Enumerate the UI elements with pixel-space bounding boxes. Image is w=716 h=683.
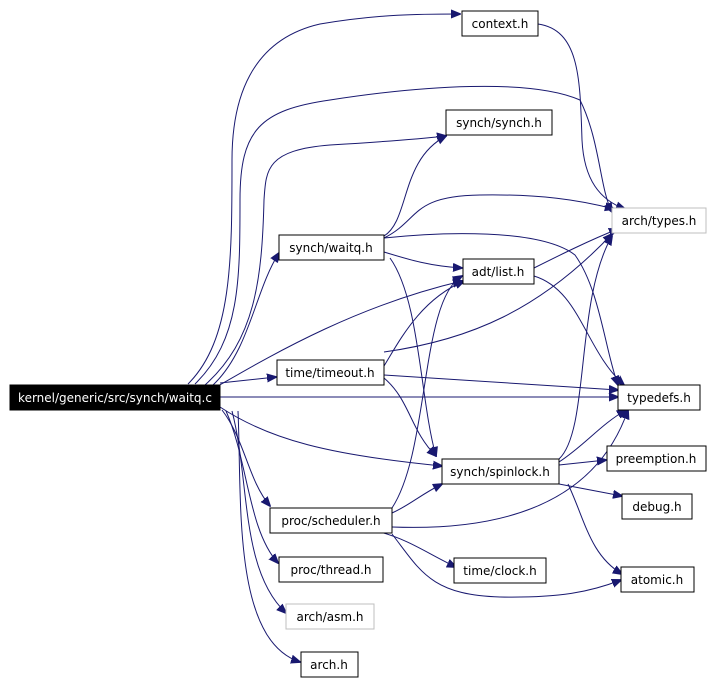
- edge-context-h-to-arch-types-h: [537, 23, 625, 209]
- edge-proc-scheduler-h-to-synch-spinlock-h: [391, 484, 442, 514]
- node-preemption-h[interactable]: preemption.h: [606, 445, 707, 472]
- edge-adt-list-h-to-typedefs-h: [533, 275, 624, 385]
- edge-synch-spinlock-h-to-atomic-h: [567, 483, 622, 574]
- node-time-clock-h[interactable]: time/clock.h: [453, 557, 547, 584]
- edge-time-timeout-h-to-typedefs-h: [383, 374, 618, 390]
- edge-synch-waitq-h-to-synch-spinlock-h: [389, 257, 436, 456]
- edges: [187, 14, 628, 662]
- edge-time-timeout-h-to-adt-list-h: [383, 281, 464, 367]
- edge-synch-spinlock-h-to-arch-types-h: [558, 236, 612, 460]
- node-arch-types-h[interactable]: arch/types.h: [611, 207, 707, 234]
- node-adt-list-h-label: adt/list.h: [472, 265, 525, 279]
- edge-synch-spinlock-h-to-preemption-h: [558, 460, 606, 465]
- edge-time-timeout-h-to-arch-types-h: [383, 234, 612, 353]
- edge-synch-waitq-h-to-synch-synch-h: [383, 136, 446, 237]
- node-arch-h[interactable]: arch.h: [300, 651, 359, 678]
- node-atomic-h-label: atomic.h: [631, 573, 683, 587]
- edge-root-to-arch-h: [237, 410, 300, 662]
- node-time-timeout-h-label: time/timeout.h: [285, 366, 374, 380]
- edge-synch-spinlock-h-to-debug-h: [558, 483, 622, 496]
- edge-root-to-arch-types-h: [194, 85, 612, 385]
- edge-time-timeout-h-to-synch-spinlock-h: [383, 377, 436, 456]
- edge-proc-scheduler-h-to-atomic-h: [391, 533, 621, 598]
- node-root-waitq-c[interactable]: kernel/generic/src/synch/waitq.c: [9, 384, 221, 411]
- node-synch-synch-h-label: synch/synch.h: [456, 116, 542, 130]
- node-synch-spinlock-h-label: synch/spinlock.h: [450, 465, 550, 479]
- node-root-label: kernel/generic/src/synch/waitq.c: [18, 391, 212, 405]
- edge-synch-waitq-h-to-adt-list-h: [383, 251, 462, 268]
- edge-root-to-synch-waitq-h: [212, 253, 279, 386]
- node-synch-spinlock-h[interactable]: synch/spinlock.h: [441, 458, 560, 485]
- edge-root-to-synch-synch-h: [204, 136, 446, 386]
- edge-root-to-proc-thread-h: [225, 410, 278, 563]
- edge-synch-waitq-h-to-arch-types-h: [383, 194, 614, 239]
- edge-root-to-proc-scheduler-h: [221, 409, 270, 506]
- node-time-clock-h-label: time/clock.h: [463, 564, 536, 578]
- edge-root-to-arch-asm-h: [231, 410, 286, 613]
- node-atomic-h[interactable]: atomic.h: [620, 566, 695, 593]
- edge-root-to-time-timeout-h: [219, 377, 276, 384]
- edge-root-to-synch-spinlock-h: [219, 406, 442, 466]
- node-proc-scheduler-h[interactable]: proc/scheduler.h: [269, 507, 393, 534]
- node-typedefs-h-label: typedefs.h: [627, 391, 691, 405]
- node-preemption-h-label: preemption.h: [616, 452, 697, 466]
- edge-synch-spinlock-h-to-typedefs-h: [558, 410, 626, 463]
- node-debug-h[interactable]: debug.h: [621, 493, 693, 520]
- node-debug-h-label: debug.h: [632, 500, 681, 514]
- node-adt-list-h[interactable]: adt/list.h: [462, 258, 535, 285]
- node-arch-types-h-label: arch/types.h: [622, 214, 697, 228]
- node-proc-scheduler-h-label: proc/scheduler.h: [281, 514, 380, 528]
- edge-root-to-context-h: [187, 14, 460, 385]
- node-context-h[interactable]: context.h: [461, 10, 539, 37]
- node-proc-thread-h[interactable]: proc/thread.h: [278, 556, 384, 583]
- node-synch-waitq-h-label: synch/waitq.h: [289, 241, 372, 255]
- edge-synch-waitq-h-to-typedefs-h: [383, 233, 618, 385]
- node-arch-asm-h-label: arch/asm.h: [297, 610, 364, 624]
- edge-proc-scheduler-h-to-adt-list-h: [391, 276, 462, 509]
- edge-proc-scheduler-h-to-time-clock-h: [379, 531, 456, 567]
- node-synch-waitq-h[interactable]: synch/waitq.h: [278, 234, 385, 261]
- node-time-timeout-h[interactable]: time/timeout.h: [276, 359, 385, 386]
- node-arch-h-label: arch.h: [310, 658, 348, 672]
- node-synch-synch-h[interactable]: synch/synch.h: [445, 109, 553, 136]
- node-context-h-label: context.h: [472, 17, 529, 31]
- node-typedefs-h[interactable]: typedefs.h: [617, 384, 701, 411]
- node-arch-asm-h[interactable]: arch/asm.h: [285, 603, 375, 630]
- node-proc-thread-h-label: proc/thread.h: [290, 563, 371, 577]
- edge-root-to-adt-list-h: [217, 281, 462, 387]
